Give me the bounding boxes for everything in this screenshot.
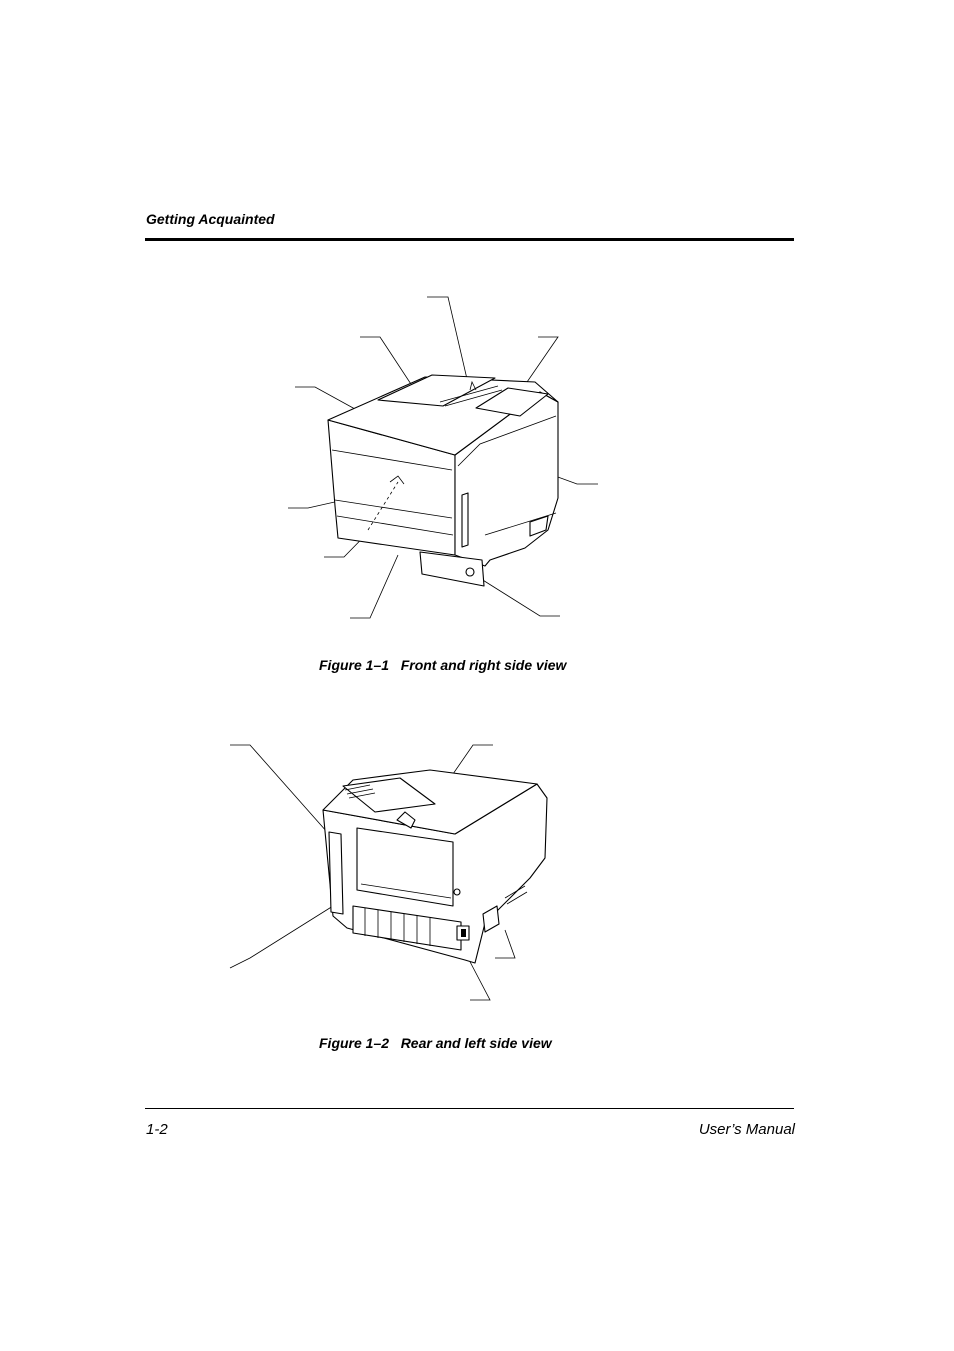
header-rule <box>145 238 794 241</box>
printer-front-right-illustration <box>288 296 598 619</box>
section-title: Getting Acquainted <box>146 211 275 227</box>
figure-front-right-view <box>280 290 600 625</box>
page-number: 1-2 <box>146 1121 168 1138</box>
manual-title: User’s Manual <box>698 1121 795 1138</box>
footer-rule <box>145 1108 794 1109</box>
figure-1-caption: Figure 1–1 Front and right side view <box>319 657 567 673</box>
printer-rear-left-illustration <box>229 744 548 1001</box>
figure-2-caption: Figure 1–2 Rear and left side view <box>319 1035 552 1051</box>
figure-rear-left-view <box>225 738 570 1003</box>
